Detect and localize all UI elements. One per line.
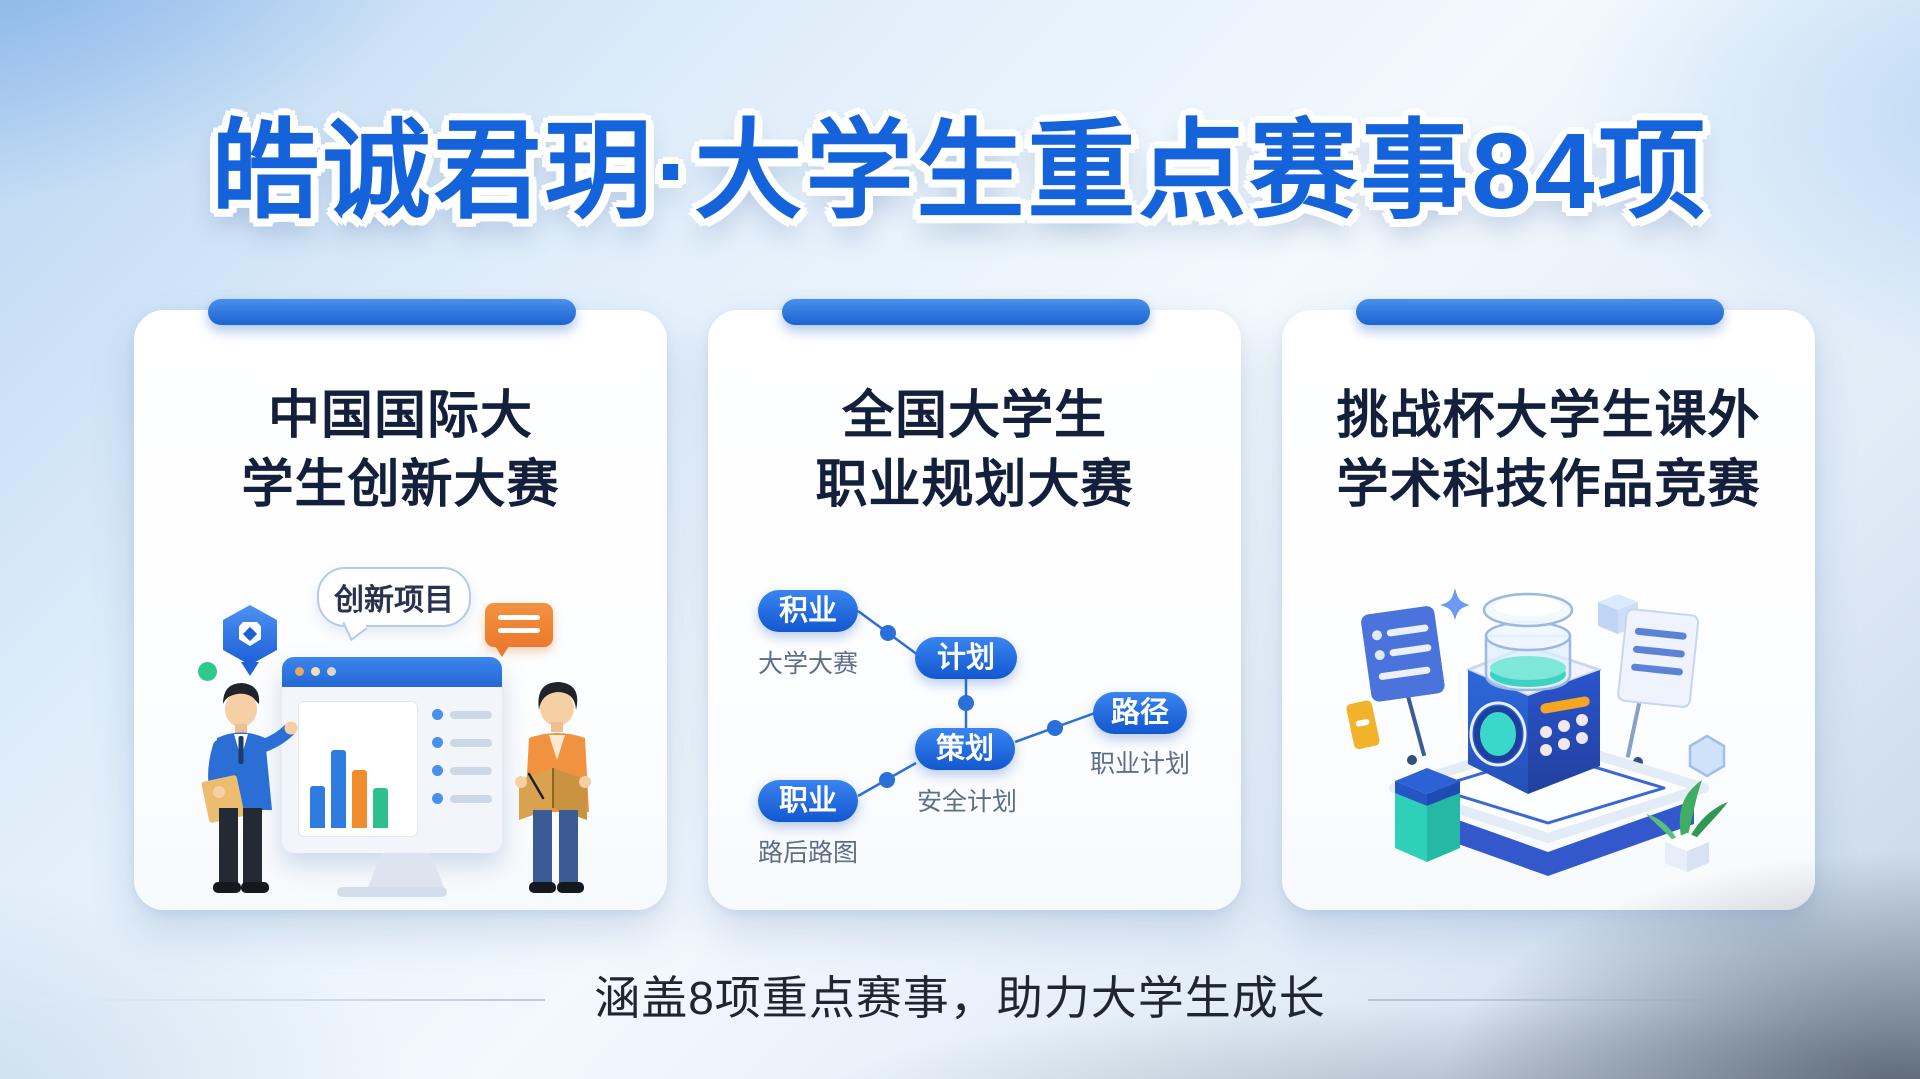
speech-bubble: 创新项目 [317, 567, 471, 642]
flow-node-sublabel: 安全计划 [916, 788, 1017, 816]
reader-figure [515, 682, 591, 893]
poster-title: 皓诚君玥·大学生重点赛事84项 [211, 110, 1709, 231]
cards-row: 中国国际大 学生创新大赛 创新项目 [134, 299, 1815, 910]
career-flowchart: 积业 大学大赛 计划 策划 安全计划 路径 职业计划 职业 路后路图 [708, 560, 1241, 890]
card-title: 全国大学生 职业规划大赛 [815, 387, 1134, 515]
porthole-icon [1474, 706, 1522, 762]
flow-node-sublabel: 路后路图 [757, 839, 858, 867]
yellow-tag-icon [1346, 700, 1380, 750]
green-dot-accent [198, 662, 217, 681]
keypad-icon [1540, 714, 1588, 756]
canister-icon [1395, 768, 1460, 862]
flow-node-sublabel: 职业计划 [1089, 750, 1190, 778]
monitor-base [337, 887, 447, 897]
chat-bubble-icon [485, 603, 553, 657]
flowchart-connectors [857, 609, 1096, 798]
flow-node: 策划 [915, 728, 1015, 770]
card-top-accent-bar [782, 299, 1150, 325]
shield-hexagon-icon [223, 605, 277, 665]
card-title: 中国国际大 学生创新大赛 [241, 387, 560, 515]
footer-divider-right [1368, 999, 1868, 1001]
bullet-list-icon [432, 709, 492, 821]
innovation-illustration: 创新项目 [134, 310, 667, 910]
bar-chart-icon [298, 701, 418, 837]
monitor-stand [368, 853, 444, 887]
orange-bar [1540, 696, 1590, 714]
right-sign-icon [1617, 608, 1700, 758]
beaker-icon [1482, 592, 1574, 692]
science-machine-illustration [1282, 550, 1815, 910]
footer-divider-left [40, 999, 545, 1001]
footer-caption: 涵盖8项重点赛事，助力大学生成长 [594, 972, 1326, 1024]
flow-node: 计划 [915, 637, 1017, 679]
card-career-planning-competition: 全国大学生 职业规划大赛 积业 [708, 299, 1241, 910]
browser-window-icon [282, 657, 502, 853]
card-title: 挑战杯大学生课外 学术科技作品竞赛 [1336, 387, 1761, 515]
hexagon-icon [1688, 734, 1726, 778]
browser-titlebar [282, 657, 502, 687]
flow-node: 职业 [758, 780, 858, 822]
hexagon-pin-tail [241, 662, 259, 676]
speech-bubble-label: 创新项目 [334, 584, 454, 617]
card-innovation-competition: 中国国际大 学生创新大赛 创新项目 [134, 299, 667, 910]
platform-lower [1402, 800, 1694, 876]
presenter-figure [201, 683, 298, 893]
flow-node: 积业 [758, 590, 858, 632]
card-top-accent-bar [1356, 299, 1724, 325]
card-top-accent-bar [208, 299, 576, 325]
flow-node-sublabel: 大学大赛 [757, 650, 858, 678]
flow-node: 路径 [1093, 692, 1187, 734]
plant-icon [1646, 780, 1728, 872]
left-sign-icon [1361, 606, 1445, 757]
card-challenge-cup-competition: 挑战杯大学生课外 学术科技作品竞赛 [1282, 299, 1815, 910]
sparkle-icon [1440, 588, 1470, 620]
